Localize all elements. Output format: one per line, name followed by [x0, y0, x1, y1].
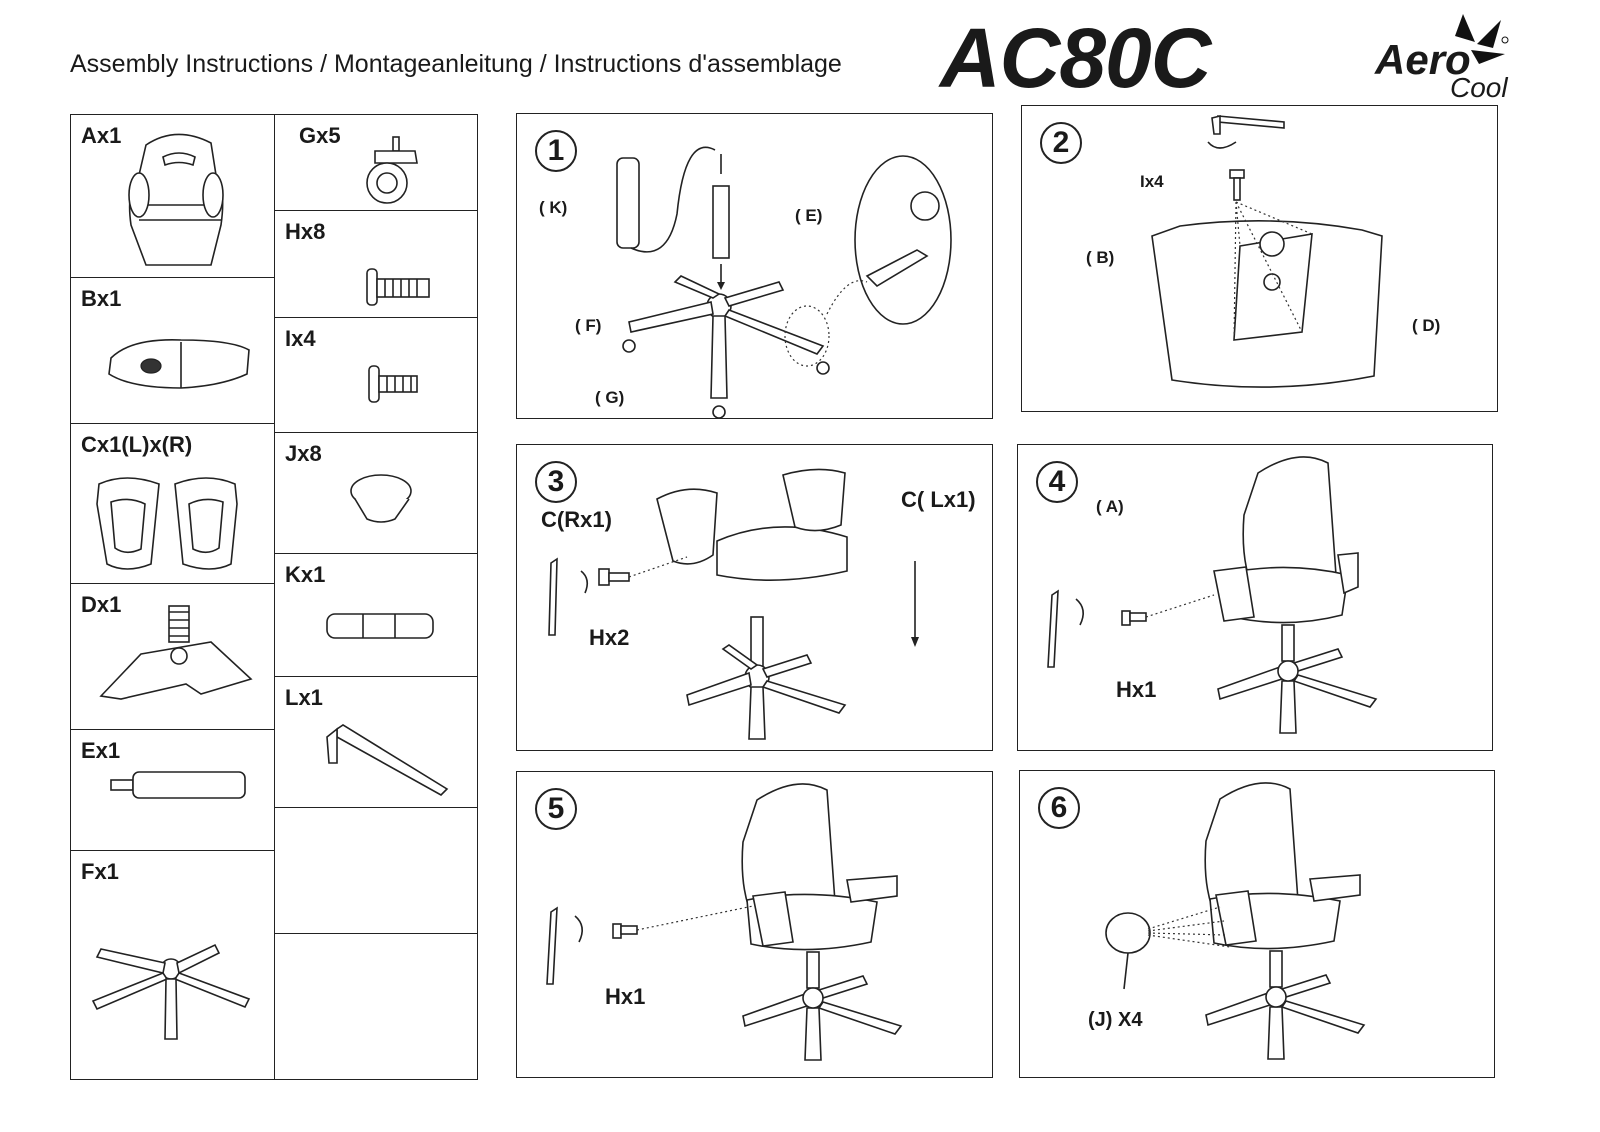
cylinder-cover-icon [326, 613, 434, 639]
gas-lift-icon [110, 771, 246, 799]
part-d-label: Dx1 [81, 592, 122, 617]
screw-cap-icon [350, 474, 412, 523]
chair-icon [1047, 456, 1378, 734]
part-f-cell: Fx1 [70, 850, 275, 1080]
part-a-cell: Ax1 [70, 114, 275, 278]
step-4-number: 4 [1036, 461, 1078, 503]
brand-line1: Aero [1375, 36, 1471, 83]
step-3-number: 3 [535, 461, 577, 503]
part-h-cell: Hx8 [274, 210, 478, 318]
part-d-cell: Dx1 [70, 583, 275, 730]
part-e-cell: Ex1 [70, 729, 275, 851]
step-5-number: 5 [535, 788, 577, 830]
step-1-callout-k: ( K) [539, 198, 568, 217]
step-1-callout-e: ( E) [795, 206, 823, 225]
chair-base-icon [91, 943, 251, 1040]
step-3-panel: 3 C(Rx1) C( Lx1) Hx2 [516, 444, 993, 751]
step-1-callout-f: ( F) [575, 316, 602, 335]
part-k-cell: Kx1 [274, 553, 478, 677]
model-name: AC80C [940, 11, 1211, 105]
part-e-label: Ex1 [81, 738, 121, 763]
step-3-illustration [548, 468, 919, 740]
seat-plate-icon [99, 605, 253, 700]
step-1-illustration [616, 146, 952, 419]
brand-line2: Cool [1450, 72, 1508, 103]
step-4-callout-hx: Hx1 [1116, 677, 1157, 702]
empty-cell-1 [274, 807, 478, 934]
empty-cell-2 [274, 933, 478, 1080]
step-3-callout-cl: C( Lx1) [901, 487, 976, 512]
step-3-callout-hx: Hx2 [589, 625, 630, 650]
part-h-label: Hx8 [285, 219, 326, 244]
caster-wheel-icon [366, 136, 418, 204]
chair-back-icon [128, 133, 224, 266]
step-6-panel: 6 (J) X4 [1019, 770, 1495, 1078]
chair-icon [1105, 782, 1366, 1060]
step-2-panel: 2 Ix4 ( B) ( D) [1021, 105, 1498, 412]
part-b-cell: Bx1 [70, 277, 275, 424]
step-4-panel: 4 ( A) Hx1 [1017, 444, 1493, 751]
part-g-cell: Gx5 [274, 114, 478, 211]
part-c-cell: Cx1(L)x(R) [70, 423, 275, 584]
part-g-label: Gx5 [299, 123, 341, 148]
step-1-number: 1 [535, 130, 577, 172]
part-j-label: Jx8 [285, 441, 322, 466]
part-j-cell: Jx8 [274, 432, 478, 554]
chair-icon [546, 783, 903, 1061]
part-k-label: Kx1 [285, 562, 326, 587]
part-b-label: Bx1 [81, 286, 122, 311]
part-l-cell: Lx1 [274, 676, 478, 808]
step-4-callout-a: ( A) [1096, 497, 1124, 516]
step-5-callout-hx: Hx1 [605, 984, 646, 1009]
screw-icon [368, 365, 418, 403]
part-a-label: Ax1 [81, 123, 122, 148]
part-i-cell: Ix4 [274, 317, 478, 433]
step-2-illustration [1151, 114, 1383, 388]
screw-icon [366, 268, 430, 306]
aerocool-logo-icon [1455, 14, 1509, 64]
step-2-callout-ix: Ix4 [1140, 172, 1164, 191]
step-5-panel: 5 Hx1 [516, 771, 993, 1078]
step-2-number: 2 [1040, 122, 1082, 164]
page-title: Assembly Instructions / Montageanleitung… [70, 50, 842, 78]
step-3-callout-cr: C(Rx1) [541, 507, 612, 532]
step-2-callout-b: ( B) [1086, 248, 1115, 267]
step-1-callout-g: ( G) [595, 388, 625, 407]
part-f-label: Fx1 [81, 859, 119, 884]
step-2-callout-d: ( D) [1412, 316, 1441, 335]
hex-key-icon [326, 724, 449, 796]
step-1-panel: 1 ( K) ( E) ( F) ( G) [516, 113, 993, 419]
seat-icon [108, 339, 250, 389]
part-i-label: Ix4 [285, 326, 316, 351]
aerocool-logo: Aero Cool [1375, 14, 1525, 104]
part-c-label: Cx1(L)x(R) [81, 432, 193, 457]
step-6-number: 6 [1038, 787, 1080, 829]
armrest-icon [96, 477, 238, 570]
step-6-callout-jx: (J) X4 [1088, 1009, 1143, 1031]
part-l-label: Lx1 [285, 685, 323, 710]
